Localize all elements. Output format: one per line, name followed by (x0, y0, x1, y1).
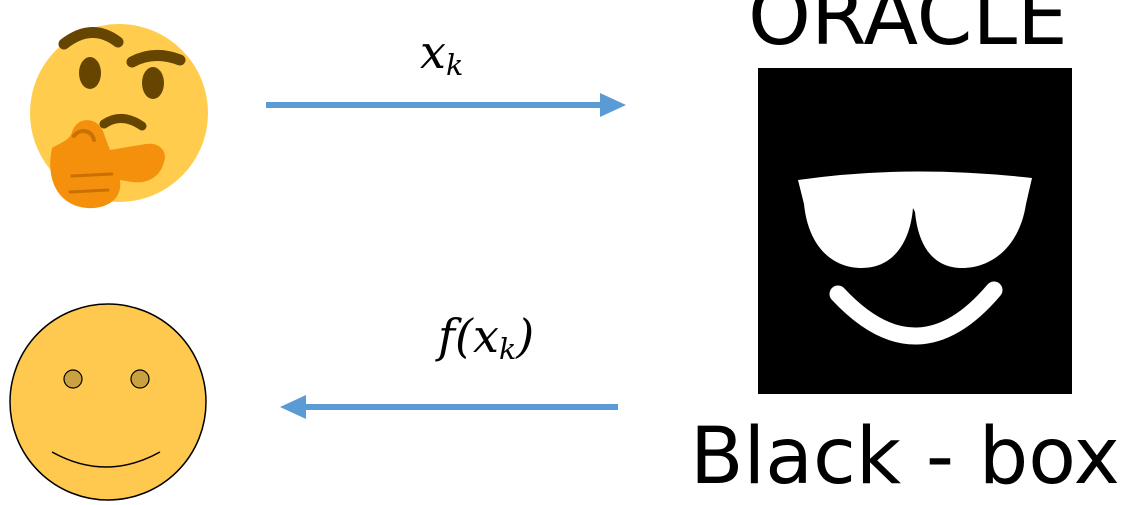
response-sub: k (498, 333, 517, 367)
sunglasses (798, 171, 1032, 268)
cool-sunglasses-face-icon (758, 68, 1072, 394)
query-sub: k (445, 49, 464, 83)
smiley-face-icon (9, 303, 207, 501)
response-label: f(xk) (438, 308, 534, 364)
right-eye (130, 369, 150, 389)
left-eye (63, 369, 83, 389)
thinking-face-icon (30, 24, 208, 209)
response-suffix: ) (516, 309, 535, 363)
response-arrow (280, 395, 618, 419)
oracle-box (758, 68, 1072, 394)
oracle-smile (829, 281, 1003, 345)
response-var: x (472, 309, 499, 363)
smile (51, 451, 161, 468)
query-var: x (420, 25, 446, 79)
query-label: xk (420, 24, 463, 80)
query-arrow (266, 93, 626, 117)
blackbox-label: Black - box (690, 412, 1120, 502)
oracle-title: ORACLE (748, 0, 1068, 63)
response-prefix: f( (438, 309, 473, 363)
